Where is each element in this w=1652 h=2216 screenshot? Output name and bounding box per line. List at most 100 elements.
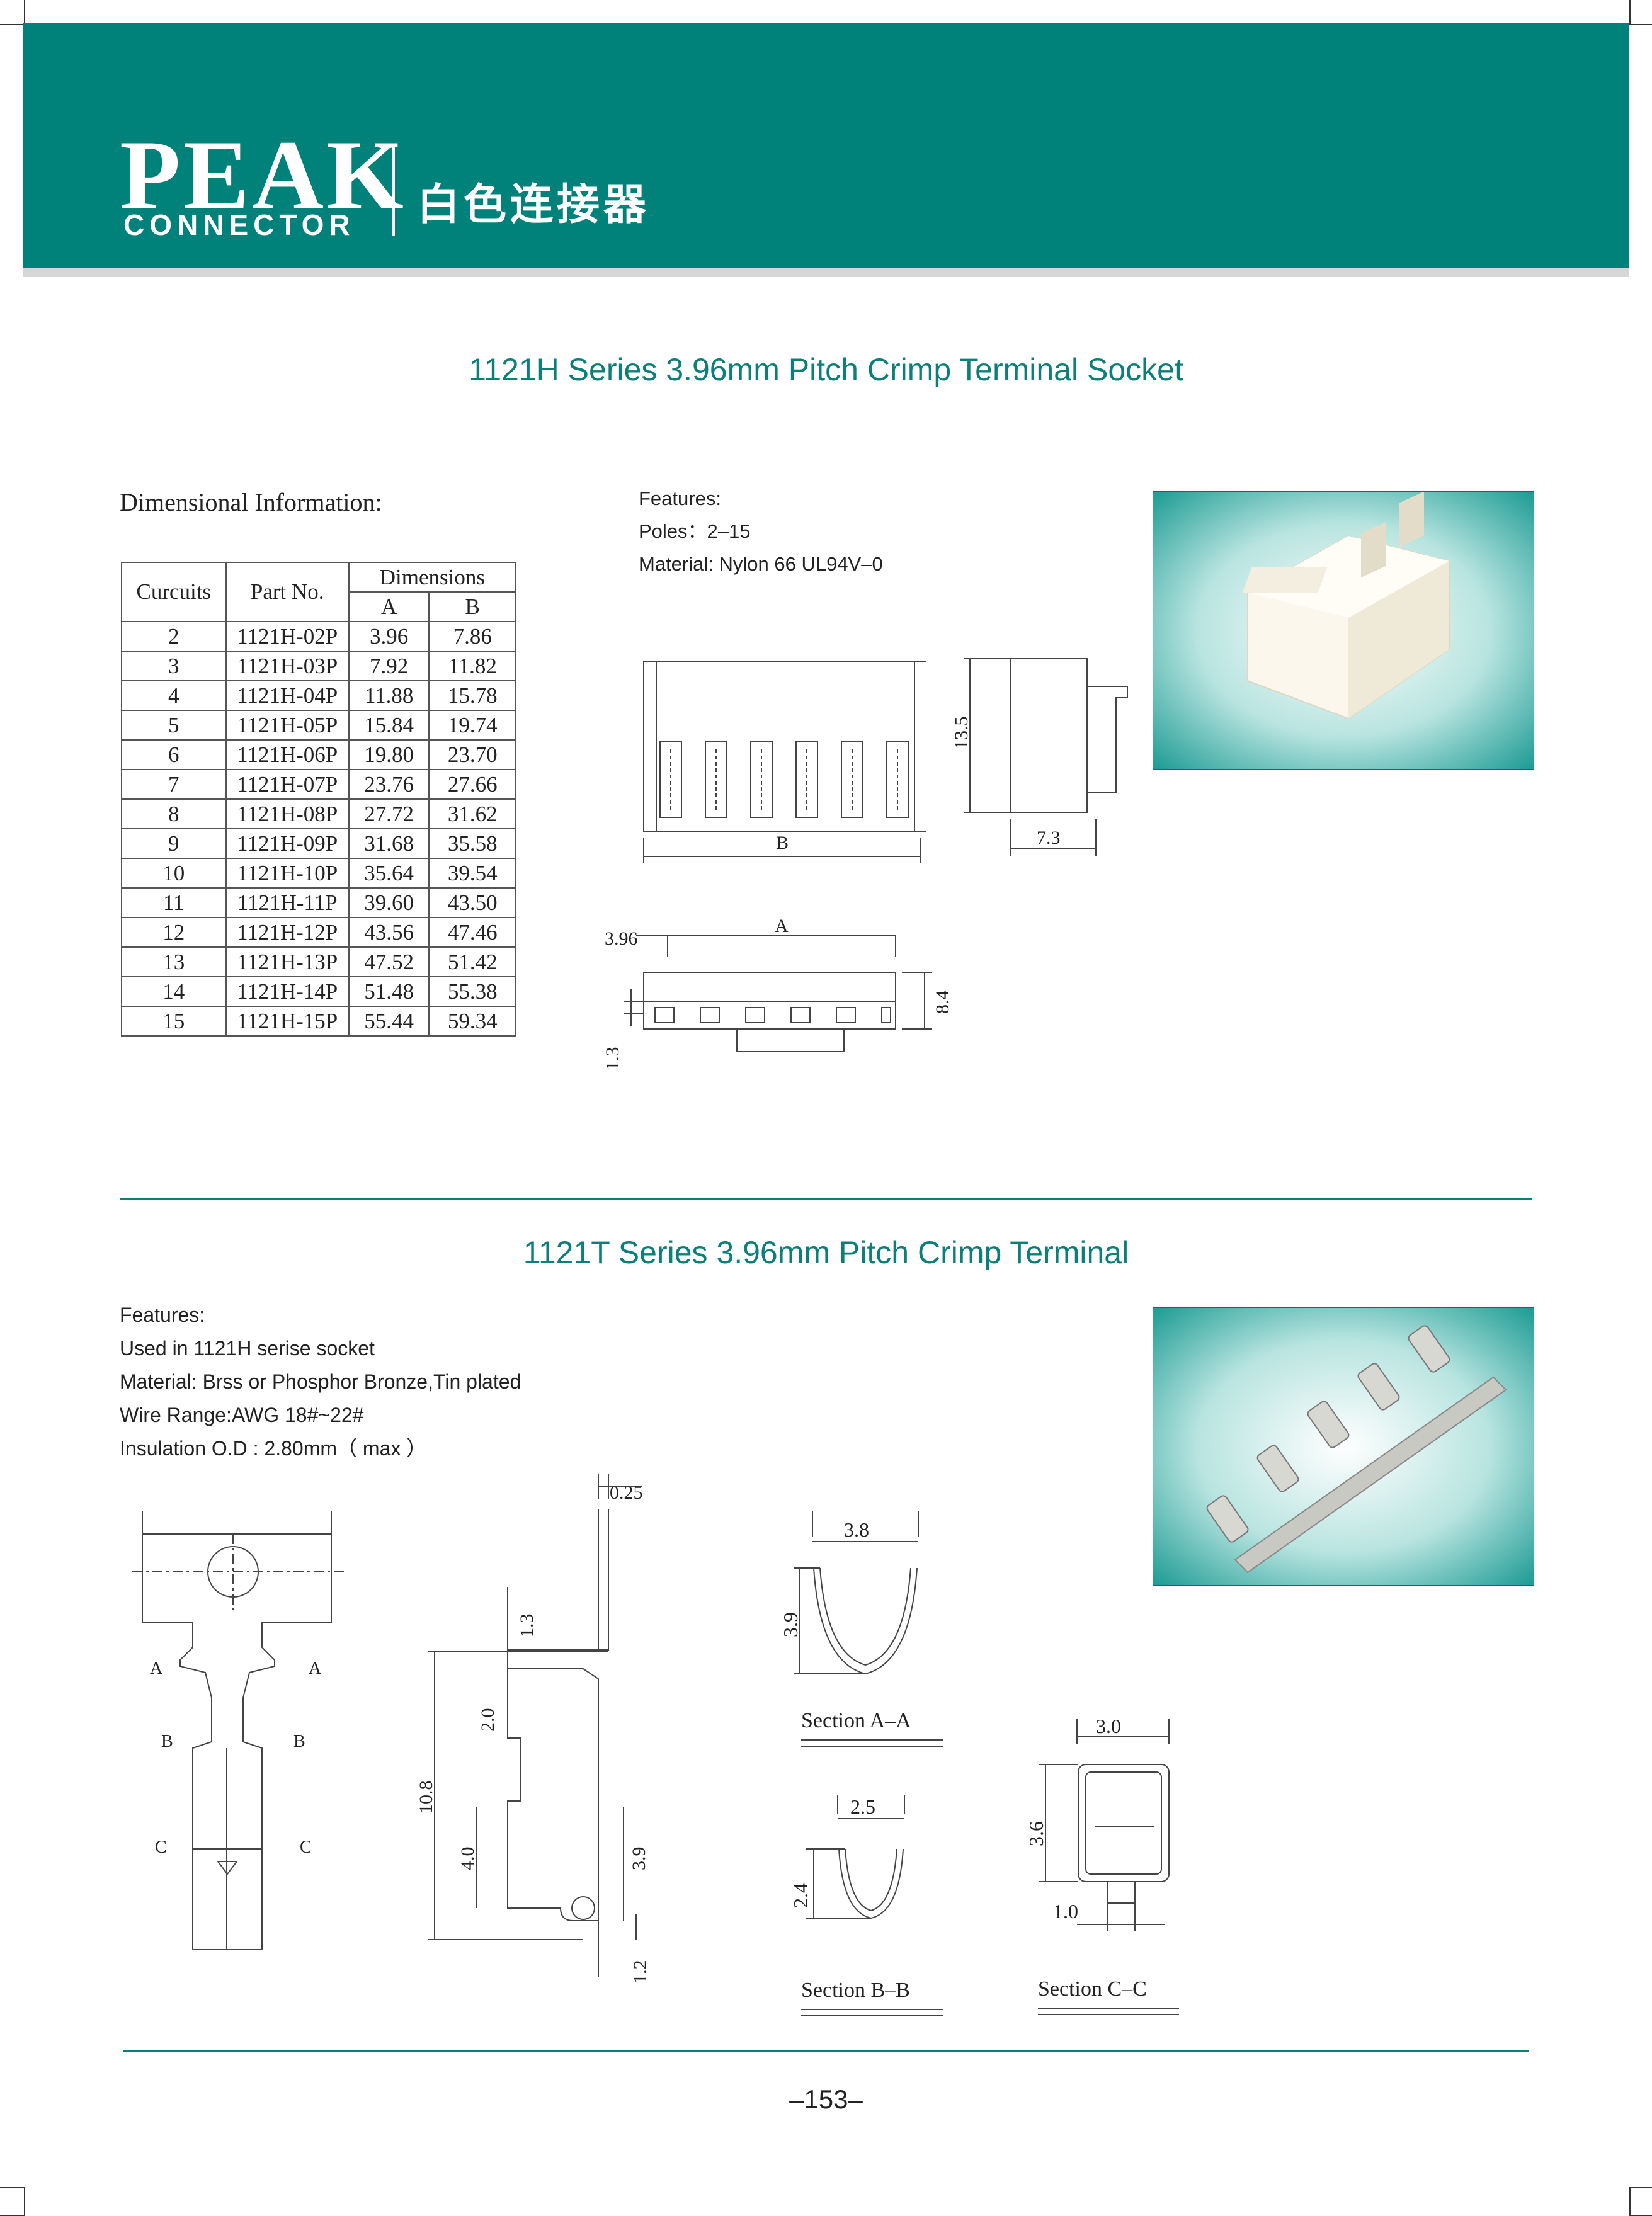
col-header-a: A — [348, 591, 430, 622]
terminal-wire-range: Wire Range:AWG 18#~22# — [120, 1404, 364, 1426]
table-cell-a: 11.88 — [348, 680, 430, 711]
cut-a-left: A — [150, 1659, 163, 1678]
table-cell-a: 23.76 — [348, 769, 430, 800]
table-cell-p: 1121H-05P — [225, 710, 350, 741]
col-header-b: B — [428, 591, 516, 622]
header-title-cn: 白色连接器 — [417, 180, 651, 230]
table-cell-c: 14 — [121, 976, 227, 1007]
table-subheader-row: A B — [122, 591, 516, 622]
table-header-row: Curcuits Part No. Dimensions — [121, 562, 517, 622]
dim-12-label: 1.2 — [630, 1960, 651, 1984]
table-cell-b: 15.78 — [428, 680, 516, 711]
socket-material: Material: Nylon 66 UL94V–0 — [639, 553, 883, 575]
terminal-section-title: 1121T Series 3.96mm Pitch Crimp Terminal — [523, 1235, 1129, 1270]
dim-30-label: 3.0 — [1096, 1715, 1121, 1737]
table-cell-p: 1121H-12P — [225, 917, 350, 948]
cut-a-right: A — [309, 1659, 322, 1678]
table-cell-p: 1121H-10P — [225, 858, 350, 889]
table-cell-a: 43.56 — [348, 917, 430, 948]
dim-25-label: 2.5 — [850, 1795, 875, 1818]
terminal-side-view-drawing: 0.25 1.3 2.0 10.8 4.0 3.9 1.2 — [416, 1474, 651, 1984]
table-cell-p: 1121H-07P — [225, 769, 350, 800]
table-cell-a: 19.80 — [348, 739, 430, 770]
section-bb-label: Section B–B — [801, 1979, 910, 2002]
table-cell-c: 11 — [121, 887, 227, 918]
table-cell-p: 1121H-14P — [225, 976, 350, 1007]
section-aa-label: Section A–A — [801, 1709, 911, 1732]
col-header-circuits: Curcuits — [121, 562, 227, 622]
dimensional-info-label: Dimensional Information: — [120, 488, 382, 516]
dim-b-label: B — [776, 832, 789, 853]
table-cell-b: 59.34 — [428, 1006, 516, 1037]
table-cell-a: 15.84 — [348, 710, 430, 741]
corner-mark-tl — [0, 0, 25, 25]
table-cell-b: 47.46 — [428, 917, 516, 948]
table-cell-b: 39.54 — [428, 858, 516, 889]
dim-36-label: 3.6 — [1025, 1821, 1047, 1846]
cut-c-left: C — [155, 1838, 167, 1857]
corner-mark-tr — [1629, 0, 1652, 25]
table-cell-p: 1121H-06P — [225, 739, 350, 770]
logo-subtitle: CONNECTOR — [123, 208, 355, 241]
table-cell-a: 35.64 — [348, 858, 430, 889]
table-cell-a: 39.60 — [348, 887, 430, 918]
section-cc-label: Section C–C — [1038, 1977, 1147, 2001]
table-cell-c: 10 — [121, 858, 227, 889]
table-cell-b: 19.74 — [428, 710, 516, 741]
cut-b-right: B — [293, 1732, 305, 1751]
table-cell-b: 35.58 — [428, 828, 516, 859]
table-cell-a: 31.68 — [348, 828, 430, 859]
socket-slots — [659, 741, 909, 818]
table-cell-b: 55.38 — [428, 976, 516, 1007]
socket-section-title: 1121H Series 3.96mm Pitch Crimp Terminal… — [469, 352, 1183, 387]
cut-c-right: C — [300, 1838, 312, 1857]
dim-24-label: 2.4 — [789, 1883, 812, 1908]
section-aa-drawing: 3.8 3.9 — [779, 1511, 919, 1675]
table-cell-b: 23.70 — [428, 739, 516, 770]
table-cell-c: 7 — [121, 769, 227, 800]
table-cell-p: 1121H-09P — [225, 828, 350, 859]
dim-40-label: 4.0 — [457, 1847, 478, 1871]
table-cell-p: 1121H-02P — [225, 621, 350, 652]
table-cell-c: 15 — [121, 1006, 227, 1037]
col-header-part: Part No. — [225, 562, 350, 622]
table-cell-a: 27.72 — [348, 798, 430, 829]
dim-13-label: 1.3 — [602, 1047, 623, 1071]
table-cell-p: 1121H-04P — [225, 680, 350, 711]
terminal-usage: Used in 1121H serise socket — [120, 1337, 375, 1360]
table-cell-b: 43.50 — [428, 887, 516, 918]
table-cell-a: 7.92 — [348, 651, 430, 681]
section-aa-underline — [801, 1739, 943, 1747]
table-cell-b: 31.62 — [428, 798, 516, 829]
section-cc-underline — [1038, 2008, 1179, 2015]
dim-108-label: 10.8 — [416, 1781, 436, 1814]
table-cell-p: 1121H-13P — [225, 946, 350, 977]
socket-side-view-drawing: 13.5 7.3 — [951, 658, 1128, 856]
dim-38-label: 3.8 — [844, 1518, 869, 1541]
dim-73-label: 7.3 — [1037, 827, 1061, 848]
top-view-pins — [654, 1007, 891, 1023]
table-cell-p: 1121H-15P — [225, 1006, 350, 1037]
dim-135-label: 13.5 — [951, 717, 972, 750]
dim-a-label: A — [775, 916, 789, 936]
section-bb-drawing: 2.5 2.4 — [789, 1795, 905, 1919]
table-cell-p: 1121H-11P — [225, 887, 350, 918]
socket-photo — [1153, 491, 1534, 770]
header-shadow — [23, 268, 1629, 277]
section-divider — [120, 1198, 1532, 1200]
dim-39-label: 3.9 — [779, 1612, 802, 1637]
table-cell-c: 13 — [121, 946, 227, 977]
table-cell-b: 27.66 — [428, 769, 516, 800]
